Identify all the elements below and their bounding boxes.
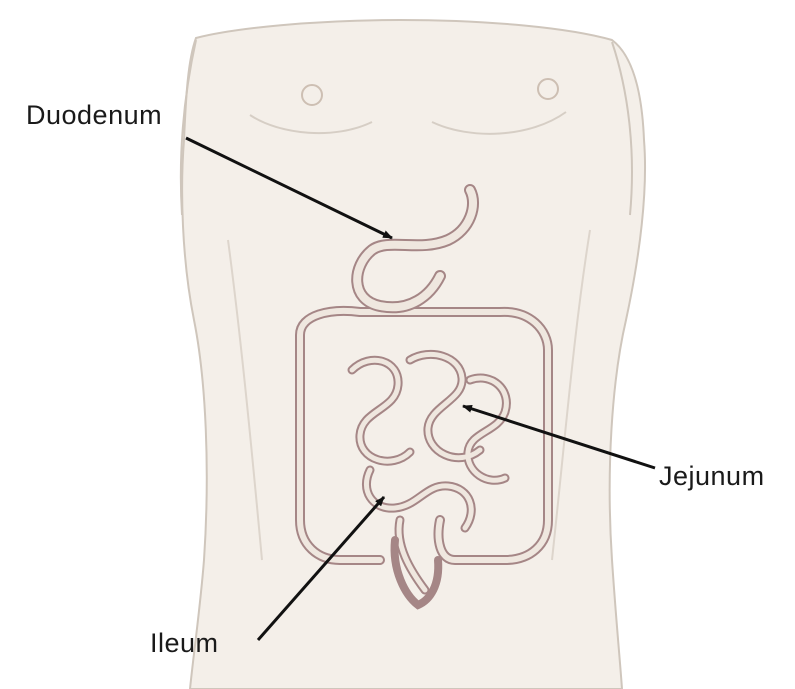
duodenum-label: Duodenum bbox=[26, 100, 162, 131]
jejunum-label: Jejunum bbox=[659, 461, 765, 492]
ileum-label: Ileum bbox=[150, 628, 219, 659]
